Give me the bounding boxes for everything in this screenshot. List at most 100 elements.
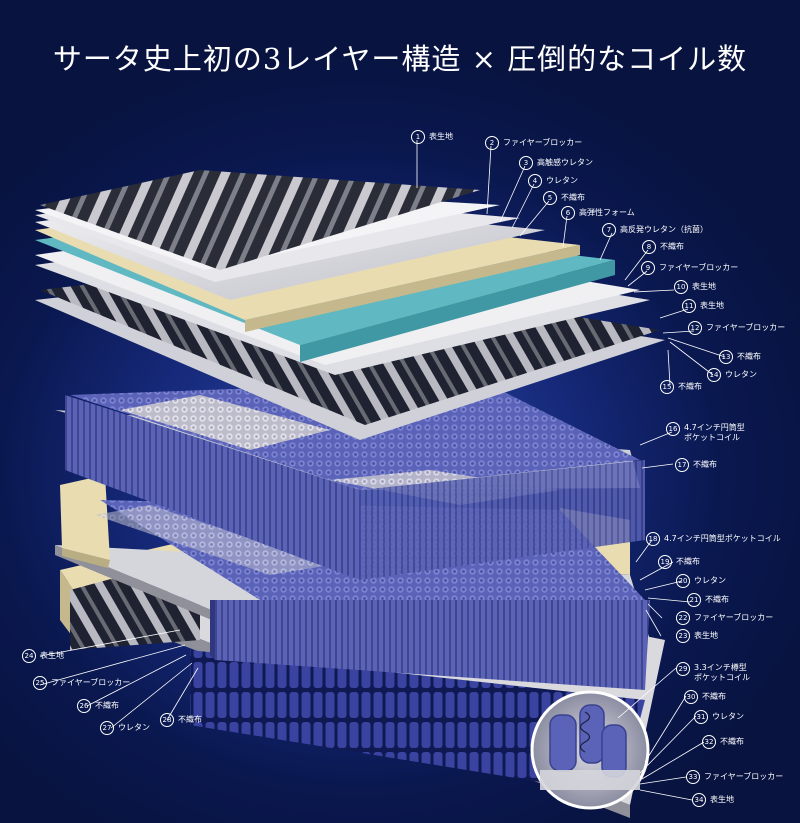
label-text-line-1: 4.7インチ円筒型 [684, 423, 745, 432]
label-text: 4.7インチ円筒型ポケットコイル [664, 534, 781, 543]
label-text: 高触感ウレタン [537, 158, 593, 167]
label-text: ファイヤーブロッカー [659, 263, 739, 272]
label-number: 6 [561, 206, 575, 220]
label-number: 24 [22, 649, 36, 663]
label-text: 不織布 [178, 715, 202, 724]
label-text: 不織布 [702, 692, 726, 701]
layer-label-21: 21 不織布 [687, 593, 729, 607]
label-number: 34 [692, 793, 706, 807]
label-number: 9 [641, 261, 655, 275]
label-text: ファイヤーブロッカー [704, 772, 784, 781]
layer-label-19: 19 不織布 [658, 555, 700, 569]
label-text: ファイヤーブロッカー [51, 678, 131, 687]
layer-label-5: 5 不織布 [543, 191, 585, 205]
label-text: 表生地 [694, 631, 718, 640]
label-number: 27 [100, 721, 114, 735]
label-text: ウレタン [546, 176, 578, 185]
page-title: サータ史上初の3レイヤー構造 × 圧倒的なコイル数 [52, 42, 748, 76]
barrel-coil-zoom [530, 690, 650, 810]
layer-label-28: 28 不織布 [160, 713, 202, 727]
layer-label-13: 13 不織布 [719, 350, 761, 364]
label-number: 7 [602, 223, 616, 237]
layer-label-1: 1 表生地 [411, 130, 453, 144]
label-number: 15 [660, 380, 674, 394]
label-number: 25 [33, 676, 47, 690]
label-number: 20 [676, 574, 690, 588]
label-text: ウレタン [725, 370, 757, 379]
label-text: ファイヤーブロッカー [694, 613, 774, 622]
label-number: 11 [682, 299, 696, 313]
label-text: 不織布 [720, 737, 744, 746]
label-text: 高弾性フォーム [579, 208, 635, 217]
label-number: 23 [676, 629, 690, 643]
layer-label-17: 17 不織布 [675, 458, 717, 472]
label-text: 不織布 [561, 193, 585, 202]
label-number: 3 [519, 156, 533, 170]
label-number: 16 [666, 422, 680, 436]
label-number: 19 [658, 555, 672, 569]
label-number: 2 [485, 136, 499, 150]
label-text: 4.7インチ円筒型ポケットコイル [684, 423, 745, 443]
upper-coil-layer [55, 380, 645, 580]
layer-label-10: 10 表生地 [674, 280, 716, 294]
label-number: 17 [675, 458, 689, 472]
layer-label-34: 34 表生地 [692, 793, 734, 807]
label-number: 26 [77, 699, 91, 713]
label-text: 不織布 [95, 701, 119, 710]
layer-label-11: 11 表生地 [682, 299, 724, 313]
label-number: 12 [688, 321, 702, 335]
label-text: 不織布 [678, 382, 702, 391]
label-number: 13 [719, 350, 733, 364]
layer-label-16: 16 4.7インチ円筒型ポケットコイル [666, 422, 745, 448]
label-text: 不織布 [693, 460, 717, 469]
layer-label-23: 23 表生地 [676, 629, 718, 643]
label-text: 不織布 [705, 595, 729, 604]
label-number: 5 [543, 191, 557, 205]
label-text: ファイヤーブロッカー [503, 138, 583, 147]
layer-label-2: 2 ファイヤーブロッカー [485, 136, 582, 150]
label-number: 30 [684, 690, 698, 704]
label-number: 18 [646, 532, 660, 546]
label-number: 28 [160, 713, 174, 727]
label-text: 表生地 [40, 651, 64, 660]
label-number: 31 [694, 710, 708, 724]
label-number: 22 [676, 611, 690, 625]
label-text-line-2: ポケットコイル [694, 673, 750, 682]
layer-label-22: 22 ファイヤーブロッカー [676, 611, 773, 625]
layer-label-24: 24 表生地 [22, 649, 64, 663]
label-text: 不織布 [676, 557, 700, 566]
label-text: 表生地 [692, 282, 716, 291]
layer-label-26: 26 不織布 [77, 699, 119, 713]
top-layers [35, 170, 665, 440]
label-text: 3.3インチ樽型ポケットコイル [694, 663, 750, 683]
label-text-line-1: 3.3インチ樽型 [694, 663, 747, 672]
layer-label-27: 27 ウレタン [100, 721, 150, 735]
label-number: 1 [411, 130, 425, 144]
label-number: 29 [676, 662, 690, 676]
layer-label-25: 25 ファイヤーブロッカー [33, 676, 130, 690]
label-text: ファイヤーブロッカー [706, 323, 786, 332]
label-number: 8 [642, 240, 656, 254]
leader-lines [39, 140, 726, 801]
label-text: 表生地 [710, 795, 734, 804]
label-text: 表生地 [429, 132, 453, 141]
label-text: 表生地 [700, 301, 724, 310]
label-text-line-2: ポケットコイル [684, 433, 740, 442]
layer-label-18: 18 4.7インチ円筒型ポケットコイル [646, 532, 781, 546]
label-number: 10 [674, 280, 688, 294]
layer-label-6: 6 高弾性フォーム [561, 206, 635, 220]
label-text: ウレタン [118, 723, 150, 732]
label-number: 21 [687, 593, 701, 607]
layer-label-9: 9 ファイヤーブロッカー [641, 261, 738, 275]
layer-label-12: 12 ファイヤーブロッカー [688, 321, 785, 335]
layer-label-30: 30 不織布 [684, 690, 726, 704]
label-text: 不織布 [737, 352, 761, 361]
